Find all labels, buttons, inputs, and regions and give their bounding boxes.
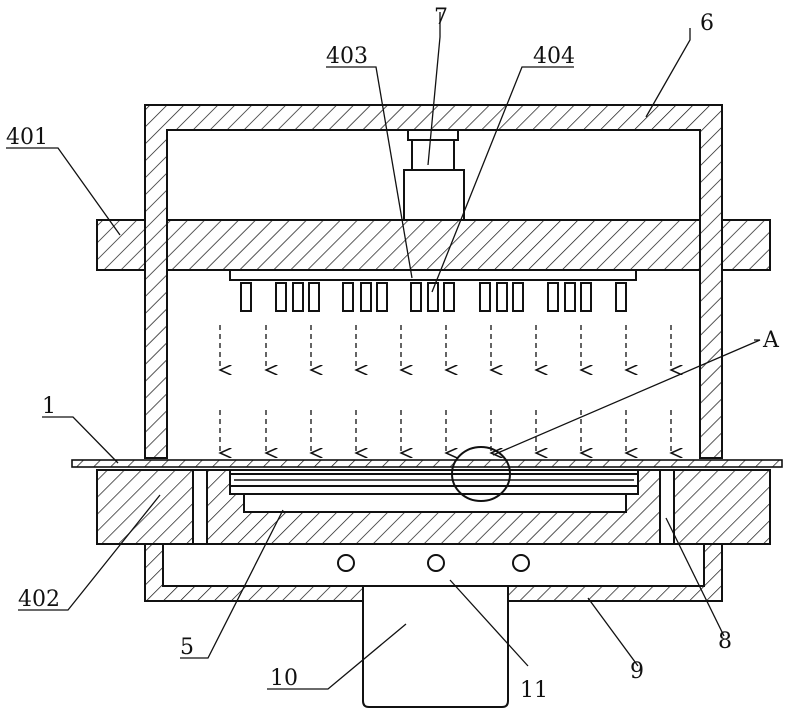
top-connector — [404, 130, 464, 220]
label-10: 10 — [270, 666, 298, 691]
label-7: 7 — [434, 5, 448, 30]
side-block-right — [722, 220, 770, 270]
spray-arrows-upper — [220, 325, 671, 370]
label-a: A — [762, 328, 780, 353]
label-9: 9 — [630, 659, 644, 684]
side-block-left — [97, 220, 145, 270]
label-403: 403 — [326, 44, 368, 69]
label-404: 404 — [533, 44, 575, 69]
bottom-box — [363, 586, 508, 707]
label-6: 6 — [700, 11, 714, 36]
label-11: 11 — [520, 678, 548, 703]
label-402: 402 — [18, 587, 60, 612]
label-401: 401 — [6, 125, 48, 150]
label-8: 8 — [718, 629, 732, 654]
lower-base — [97, 470, 770, 544]
label-5: 5 — [180, 635, 194, 660]
spray-arrows-lower — [220, 410, 671, 453]
label-1: 1 — [42, 394, 56, 419]
spray-beam — [167, 220, 700, 280]
sheet-material — [72, 460, 782, 467]
